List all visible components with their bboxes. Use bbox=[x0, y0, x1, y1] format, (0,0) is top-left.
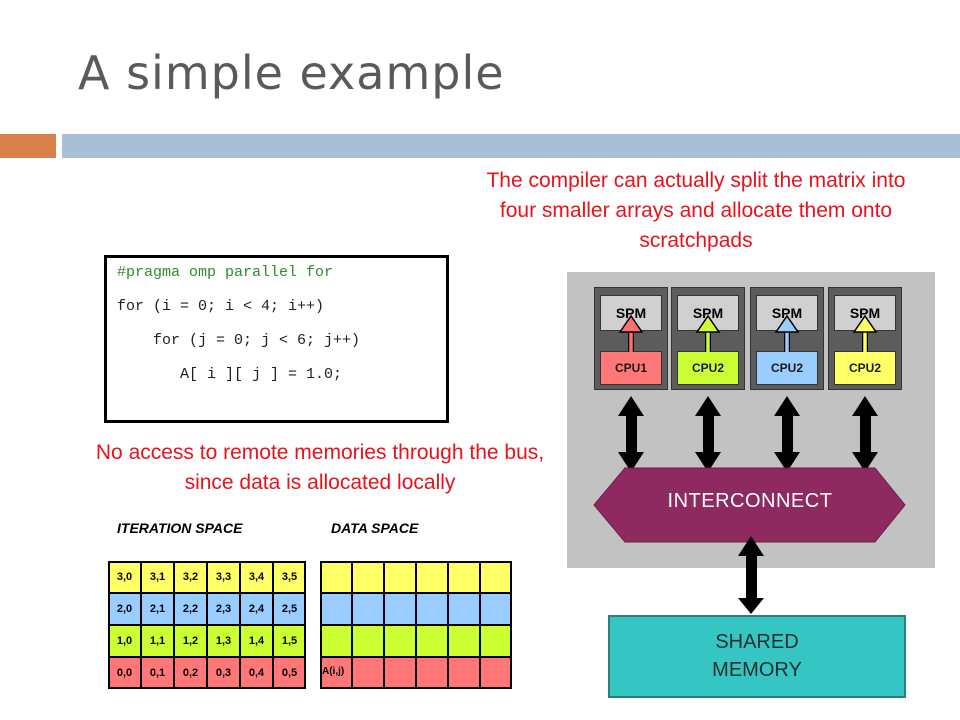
data-cell bbox=[352, 593, 384, 625]
cpu-2: CPU2 bbox=[677, 351, 739, 385]
iteration-cell: 3,2 bbox=[174, 561, 207, 593]
code-line: for (i = 0; i < 4; i++) bbox=[117, 298, 325, 315]
cpu-1: CPU1 bbox=[600, 351, 662, 385]
cpu-4: CPU2 bbox=[834, 351, 896, 385]
data-cell bbox=[352, 657, 384, 689]
data-cell bbox=[416, 657, 448, 689]
scratchpad-memory: SPM bbox=[756, 295, 818, 331]
iteration-cell: 2,1 bbox=[141, 593, 174, 625]
data-cell bbox=[352, 625, 384, 657]
iteration-cell: 1,4 bbox=[240, 625, 273, 657]
iteration-cell: 3,4 bbox=[240, 561, 273, 593]
data-cell bbox=[416, 625, 448, 657]
iteration-grid-border bbox=[108, 561, 306, 689]
iteration-cell: 1,3 bbox=[207, 625, 240, 657]
processing-tile-4: SPM CPU2 bbox=[828, 287, 902, 390]
shared-memory-block: SHARED MEMORY bbox=[608, 615, 906, 698]
iteration-cell: 1,5 bbox=[273, 625, 306, 657]
data-cell-label: A(i,j) bbox=[322, 666, 345, 677]
compiler-split-note: The compiler can actually split the matr… bbox=[486, 169, 906, 252]
title-accent-bar bbox=[0, 134, 56, 158]
slide-title: A simple example bbox=[78, 46, 505, 100]
interconnect-label: INTERCONNECT bbox=[667, 490, 833, 512]
data-cell bbox=[384, 561, 416, 593]
iteration-cell: 3,3 bbox=[207, 561, 240, 593]
code-block: #pragma omp parallel for for (i = 0; i <… bbox=[104, 255, 449, 423]
title-underline-bar bbox=[62, 134, 960, 158]
data-space-label: DATA SPACE bbox=[331, 520, 419, 536]
iteration-cell: 2,5 bbox=[273, 593, 306, 625]
code-line: A[ i ][ j ] = 1.0; bbox=[117, 366, 343, 383]
data-cell bbox=[416, 593, 448, 625]
iteration-cell: 1,0 bbox=[108, 625, 141, 657]
data-cell bbox=[384, 625, 416, 657]
data-cell bbox=[480, 657, 512, 689]
data-grid-border bbox=[320, 561, 512, 689]
processing-tile-1: SPM CPU1 bbox=[594, 287, 668, 390]
iteration-cell: 0,4 bbox=[240, 657, 273, 689]
data-cell bbox=[448, 593, 480, 625]
cpu-3: CPU2 bbox=[756, 351, 818, 385]
local-allocation-note: No access to remote memories through the… bbox=[95, 441, 545, 494]
scratchpad-memory: SPM bbox=[600, 295, 662, 331]
iteration-cell: 0,1 bbox=[141, 657, 174, 689]
iteration-cell: 0,3 bbox=[207, 657, 240, 689]
iteration-cell: 2,2 bbox=[174, 593, 207, 625]
scratchpad-memory: SPM bbox=[677, 295, 739, 331]
shared-memory-label-line1: SHARED bbox=[715, 631, 799, 653]
data-cell bbox=[384, 593, 416, 625]
iteration-cell: 1,2 bbox=[174, 625, 207, 657]
iteration-cell: 0,2 bbox=[174, 657, 207, 689]
data-cell bbox=[480, 625, 512, 657]
code-line: #pragma omp parallel for bbox=[117, 264, 334, 281]
iteration-cell: 2,4 bbox=[240, 593, 273, 625]
iteration-cell: 3,1 bbox=[141, 561, 174, 593]
iteration-cell: 2,0 bbox=[108, 593, 141, 625]
shared-memory-label-line2: MEMORY bbox=[712, 659, 802, 681]
processing-tile-3: SPM CPU2 bbox=[750, 287, 824, 390]
processing-tile-2: SPM CPU2 bbox=[671, 287, 745, 390]
iteration-cell: 2,3 bbox=[207, 593, 240, 625]
scratchpad-memory: SPM bbox=[834, 295, 896, 331]
iteration-space-label: ITERATION SPACE bbox=[117, 520, 243, 536]
data-cell bbox=[480, 561, 512, 593]
code-line: for (j = 0; j < 6; j++) bbox=[117, 332, 361, 349]
iteration-cell: 3,0 bbox=[108, 561, 141, 593]
data-cell bbox=[448, 625, 480, 657]
iteration-cell: 1,1 bbox=[141, 625, 174, 657]
